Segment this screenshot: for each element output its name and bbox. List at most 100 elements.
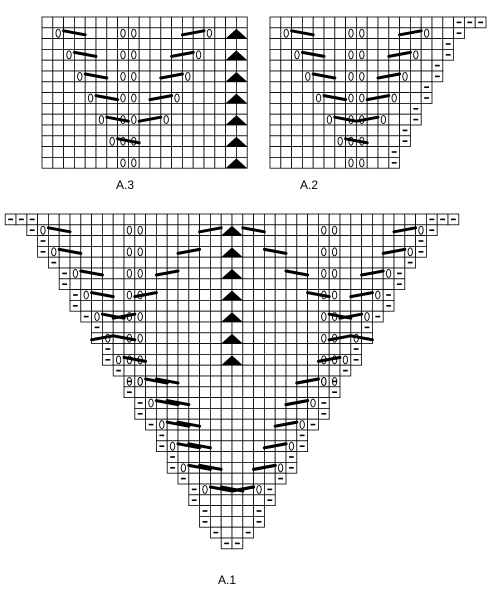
yarn-over-symbol [137, 312, 143, 322]
grid-cell [253, 256, 265, 269]
grid-cell [123, 278, 136, 290]
grid-cell [334, 70, 346, 83]
grid-cell [220, 407, 233, 420]
grid-cell [209, 278, 222, 290]
grid-cell [123, 343, 136, 355]
grid-cell [285, 224, 298, 237]
grid-cell [123, 321, 136, 334]
decrease-bar-symbol [198, 226, 223, 234]
grid-cell [171, 27, 183, 39]
grid-cell [312, 59, 325, 72]
grid-cell [285, 353, 298, 366]
grid-cell [52, 49, 64, 61]
grid-cell [366, 49, 379, 61]
grid-cell [274, 278, 287, 290]
grid-cell [345, 16, 357, 29]
grid-cell [404, 235, 416, 247]
grid-cell [84, 124, 97, 137]
grid-cell [371, 278, 384, 290]
yarn-over-symbol [120, 158, 126, 168]
grid-cell [214, 27, 227, 39]
grid-cell [242, 397, 255, 409]
grid-cell [274, 321, 287, 334]
grid-cell [274, 256, 287, 269]
grid-cell [145, 353, 157, 366]
center-decrease-triangle [225, 72, 248, 82]
decrease-bar-symbol [230, 485, 256, 493]
grid-cell [203, 38, 216, 50]
grid-cell [371, 245, 384, 258]
grid-cell [127, 103, 140, 115]
grid-cell [188, 407, 201, 420]
decrease-bar-symbol [154, 269, 180, 277]
grid-cell [301, 59, 314, 72]
yarn-over-symbol [321, 268, 327, 278]
grid-cell [41, 92, 54, 104]
decrease-bar-symbol [198, 463, 223, 471]
grid-cell [91, 213, 103, 226]
grid-cell [209, 310, 222, 323]
decrease-bar-symbol [90, 291, 115, 299]
grid-cell [52, 16, 64, 29]
grid-cell [188, 429, 201, 442]
grid-cell [274, 397, 287, 409]
yarn-over-symbol [109, 136, 115, 146]
grid-cell [231, 407, 244, 420]
decrease-bar-symbol [154, 399, 180, 407]
grid-cell [145, 224, 157, 237]
decrease-bar-symbol [252, 463, 277, 471]
grid-cell [41, 38, 54, 50]
grid-cell [74, 16, 86, 29]
grid-cell [382, 256, 395, 269]
grid-cell [269, 49, 282, 61]
grid-cell [399, 113, 411, 126]
grid-cell [382, 224, 395, 237]
grid-cell [145, 386, 157, 398]
yarn-over-symbol [380, 115, 387, 125]
center-decrease-triangle [221, 290, 243, 301]
grid-cell [188, 343, 201, 355]
grid-cell [134, 235, 147, 247]
grid-cell [269, 59, 282, 72]
grid-cell [199, 364, 211, 377]
grid-cell [192, 70, 205, 83]
grid-cell [323, 156, 336, 169]
decrease-bar-symbol [344, 137, 369, 145]
grid-cell [291, 92, 303, 104]
yarn-over-symbol [348, 28, 354, 38]
grid-cell [91, 235, 103, 247]
grid-cell [253, 267, 265, 280]
grid-cell [274, 429, 287, 442]
grid-cell [231, 505, 244, 517]
grid-cell [339, 299, 352, 312]
grid-cell [431, 27, 444, 39]
grid-cell [377, 49, 390, 61]
grid-cell [242, 516, 255, 528]
grid-cell [84, 113, 97, 126]
yarn-over-symbol [131, 28, 137, 38]
grid-cell [388, 103, 400, 115]
grid-cell [95, 49, 108, 61]
yarn-over-symbol [315, 93, 322, 103]
yarn-over-symbol [131, 50, 137, 60]
grid-cell [334, 103, 346, 115]
grid-cell [199, 321, 211, 334]
decrease-bar-symbol [133, 291, 158, 299]
grid-cell [307, 353, 319, 366]
grid-cell [307, 407, 319, 420]
grid-cell [69, 278, 82, 290]
yarn-over-symbol [348, 50, 354, 60]
center-decrease-triangle [225, 158, 248, 169]
grid-cell [106, 59, 119, 72]
yarn-over-symbol [342, 355, 349, 365]
grid-cell [149, 135, 162, 148]
grid-cell [231, 235, 244, 247]
yarn-over-symbol [120, 50, 126, 60]
grid-cell [181, 38, 194, 50]
grid-cell [431, 49, 444, 61]
grid-cell [166, 407, 179, 420]
grid-cell [242, 461, 255, 474]
yarn-over-symbol [331, 225, 338, 235]
grid-cell [339, 343, 352, 355]
grid-cell [312, 113, 325, 126]
